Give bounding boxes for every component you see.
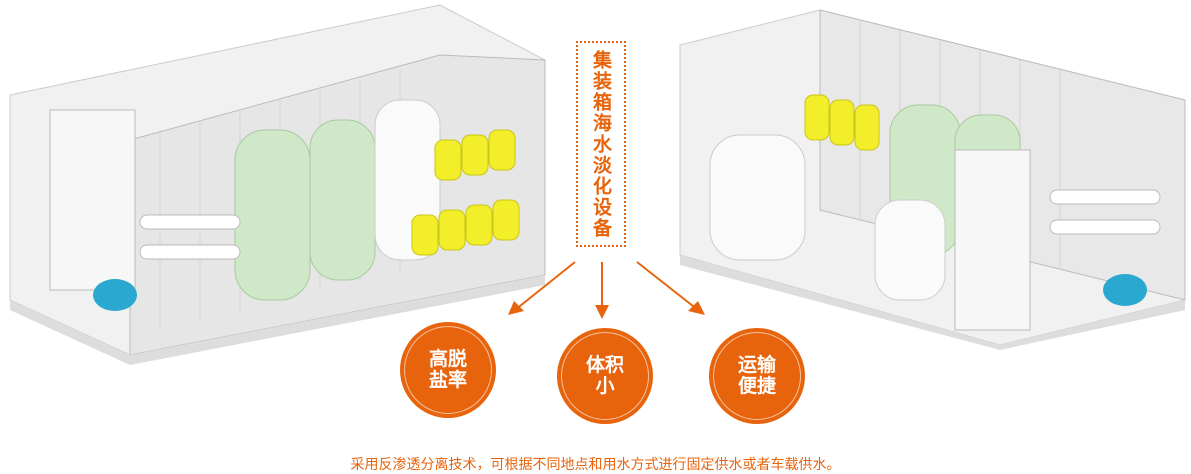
description-caption: 采用反渗透分离技术，可根据不同地点和用水方式进行固定供水或者车载供水。 [350, 457, 841, 473]
product-title-box: 集装箱海水淡化设备 [576, 41, 626, 247]
container-unit-right-illustration [679, 9, 1186, 350]
feature-badge-easy-transport: 运输便捷 [709, 328, 805, 424]
feature-badge-small-size: 体积小 [557, 328, 653, 424]
product-title: 集装箱海水淡化设备 [590, 49, 612, 239]
arrow-left [514, 261, 576, 311]
arrow-right [636, 261, 699, 311]
feature-label: 高脱盐率 [428, 348, 467, 391]
feature-badge-high-desalination: 高脱盐率 [400, 322, 496, 418]
feature-label: 体积小 [585, 354, 624, 397]
feature-label: 运输便捷 [737, 354, 776, 397]
feature-arrows [508, 261, 705, 319]
container-unit-left-illustration [9, 4, 546, 365]
